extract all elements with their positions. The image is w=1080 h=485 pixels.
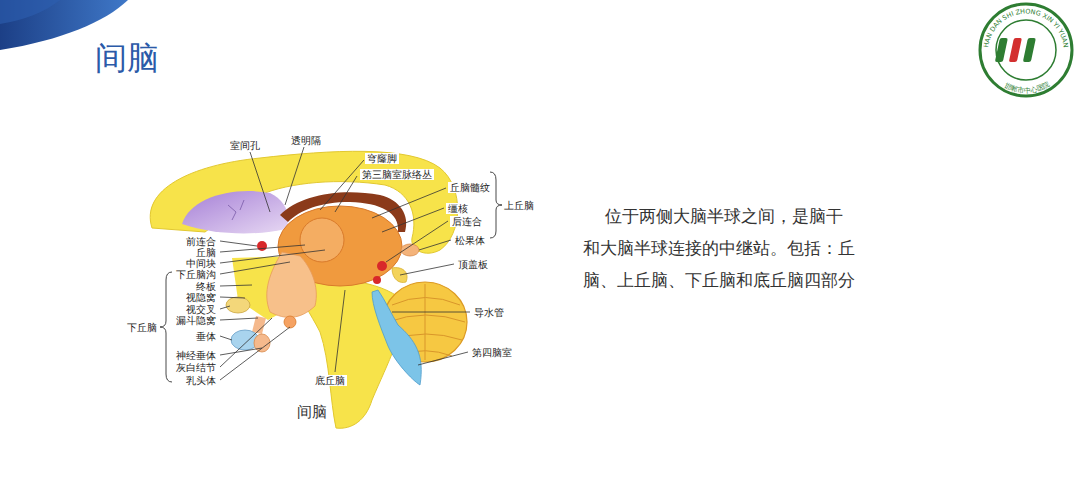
leader-line bbox=[220, 336, 232, 340]
leader-line bbox=[386, 221, 448, 262]
optic-chiasm bbox=[226, 297, 250, 313]
leader-line bbox=[220, 348, 262, 355]
logo-mark bbox=[1023, 38, 1036, 62]
logo-text: HAN DAN SHI ZHONG XIN YI YUAN bbox=[982, 7, 1070, 48]
group-bracket bbox=[160, 272, 172, 382]
logo-text: 邯郸市中心医院 bbox=[1003, 80, 1051, 95]
tectal-plate bbox=[392, 268, 407, 283]
leader-line bbox=[320, 160, 364, 210]
logo-mark bbox=[995, 38, 1008, 62]
infundibulum bbox=[252, 316, 266, 334]
part-label: 漏斗隐窝 bbox=[174, 315, 218, 326]
septum-vessels bbox=[228, 200, 244, 220]
part-label: 底丘脑 bbox=[313, 375, 347, 386]
part-label: 顶盖板 bbox=[456, 259, 490, 270]
part-label: 松果体 bbox=[453, 235, 487, 246]
septum-region bbox=[182, 191, 288, 233]
part-label: 乳头体 bbox=[184, 375, 218, 386]
fourth-ventricle bbox=[372, 290, 421, 385]
part-label: 下丘脑 bbox=[125, 322, 159, 333]
part-label: 第四脑室 bbox=[470, 347, 514, 358]
leader-line bbox=[220, 297, 245, 298]
commissure-dot bbox=[373, 276, 381, 284]
hospital-logo: HAN DAN SHI ZHONG XIN YI YUAN 邯郸市中心医院 bbox=[980, 4, 1072, 96]
leader-line bbox=[250, 152, 270, 212]
description-text: 位于两侧大脑半球之间，是脑干和大脑半球连接的中继站。包括：丘脑、上丘脑、下丘脑和… bbox=[583, 200, 859, 296]
part-label: 缰核 bbox=[446, 203, 470, 214]
leader-line bbox=[372, 188, 446, 218]
leader-line bbox=[220, 327, 290, 380]
leader-line bbox=[220, 241, 257, 246]
part-label: 丘脑髓纹 bbox=[448, 182, 492, 193]
part-label: 神经垂体 bbox=[174, 350, 218, 361]
figure-caption: 间脑 bbox=[297, 403, 327, 421]
commissure-dot bbox=[257, 241, 267, 251]
logo-ring bbox=[980, 4, 1072, 96]
interthalamic-adhesion bbox=[300, 218, 344, 262]
logo-text: 邯郸市中心医院 bbox=[1003, 80, 1051, 95]
part-label: 中间块 bbox=[184, 258, 218, 269]
leader-line bbox=[418, 352, 468, 365]
hypothalamus bbox=[267, 252, 317, 317]
part-label: 第三脑室脉络丛 bbox=[360, 169, 434, 180]
corner-decoration bbox=[0, 0, 60, 24]
part-label: 视交叉 bbox=[184, 304, 218, 315]
leader-line bbox=[220, 318, 258, 320]
leader-line bbox=[220, 250, 325, 263]
leader-line bbox=[400, 264, 454, 275]
part-label: 后连合 bbox=[450, 216, 484, 227]
part-label: 视隐窝 bbox=[184, 292, 218, 303]
part-label: 透明隔 bbox=[289, 135, 323, 146]
part-label: 导水管 bbox=[472, 307, 506, 318]
part-label: 前连合 bbox=[184, 236, 218, 247]
leader-line bbox=[220, 306, 230, 309]
mammillary-body bbox=[284, 316, 296, 328]
leader-line bbox=[392, 312, 470, 313]
part-label: 上丘脑 bbox=[502, 200, 536, 211]
part-label: 灰白结节 bbox=[174, 362, 218, 373]
part-label: 穹窿脚 bbox=[365, 153, 399, 164]
leader-line bbox=[220, 262, 290, 274]
part-label: 垂体 bbox=[194, 331, 218, 342]
part-label: 室间孔 bbox=[228, 140, 262, 151]
part-label: 终板 bbox=[194, 281, 218, 292]
leader-line bbox=[285, 147, 304, 205]
leader-lines bbox=[220, 147, 470, 380]
leader-line bbox=[382, 208, 444, 232]
part-label: 丘脑 bbox=[194, 247, 218, 258]
leader-line bbox=[220, 285, 252, 286]
leader-line bbox=[335, 290, 345, 372]
slide-title: 间脑 bbox=[95, 38, 159, 78]
leader-line bbox=[335, 176, 357, 212]
leader-line bbox=[419, 240, 451, 250]
commissure-dot bbox=[377, 261, 387, 271]
logo-text: HAN DAN SHI ZHONG XIN YI YUAN bbox=[982, 7, 1070, 48]
logo-mark bbox=[1009, 38, 1022, 62]
part-label: 下丘脑沟 bbox=[174, 269, 218, 280]
leader-line bbox=[220, 318, 272, 367]
brain-section bbox=[150, 151, 467, 428]
leader-line bbox=[220, 245, 305, 252]
